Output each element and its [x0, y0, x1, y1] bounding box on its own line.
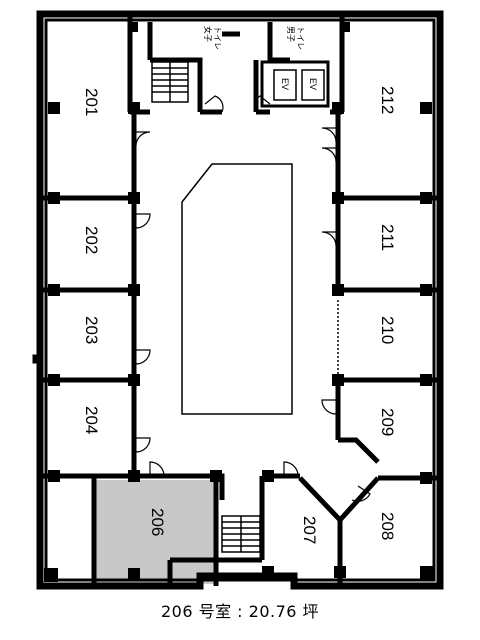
room-208-label: 208	[378, 512, 397, 540]
elevator-block	[260, 60, 330, 108]
room-206-highlight	[94, 480, 216, 584]
room-211-label: 211	[378, 224, 397, 251]
room-201-label: 201	[82, 88, 101, 116]
room-210-label: 210	[378, 316, 397, 344]
female-toilet-label: 女子 トイレ	[203, 26, 222, 50]
columns	[44, 22, 434, 582]
central-void	[181, 163, 293, 415]
elevator-1-label: EV	[280, 78, 290, 90]
stairs-bottom	[221, 515, 261, 553]
room-212-label: 212	[378, 86, 397, 114]
room-209-label: 209	[378, 408, 397, 436]
right-walls	[262, 112, 440, 586]
outer-walls	[32, 10, 444, 590]
female-toilet-line2: トイレ	[213, 26, 222, 50]
room-207-label: 207	[300, 516, 319, 544]
elevator-2-label: EV	[308, 78, 318, 90]
room-203-label: 203	[82, 316, 101, 344]
male-toilet-line1: 男子	[286, 26, 295, 42]
room-204-label: 204	[82, 406, 101, 434]
doors	[135, 95, 371, 502]
floor-plan: EV EV 女子 トイレ 男子 トイレ	[32, 10, 444, 590]
male-toilet-label: 男子 トイレ	[286, 26, 305, 50]
stairs-top	[151, 61, 189, 103]
room-206-label: 206	[148, 508, 167, 536]
female-toilet-line1: 女子	[203, 26, 213, 42]
male-toilet-line2: トイレ	[296, 26, 305, 50]
room-caption: 206 号室 : 20.76 坪	[160, 602, 320, 621]
room-202-label: 202	[82, 226, 101, 254]
